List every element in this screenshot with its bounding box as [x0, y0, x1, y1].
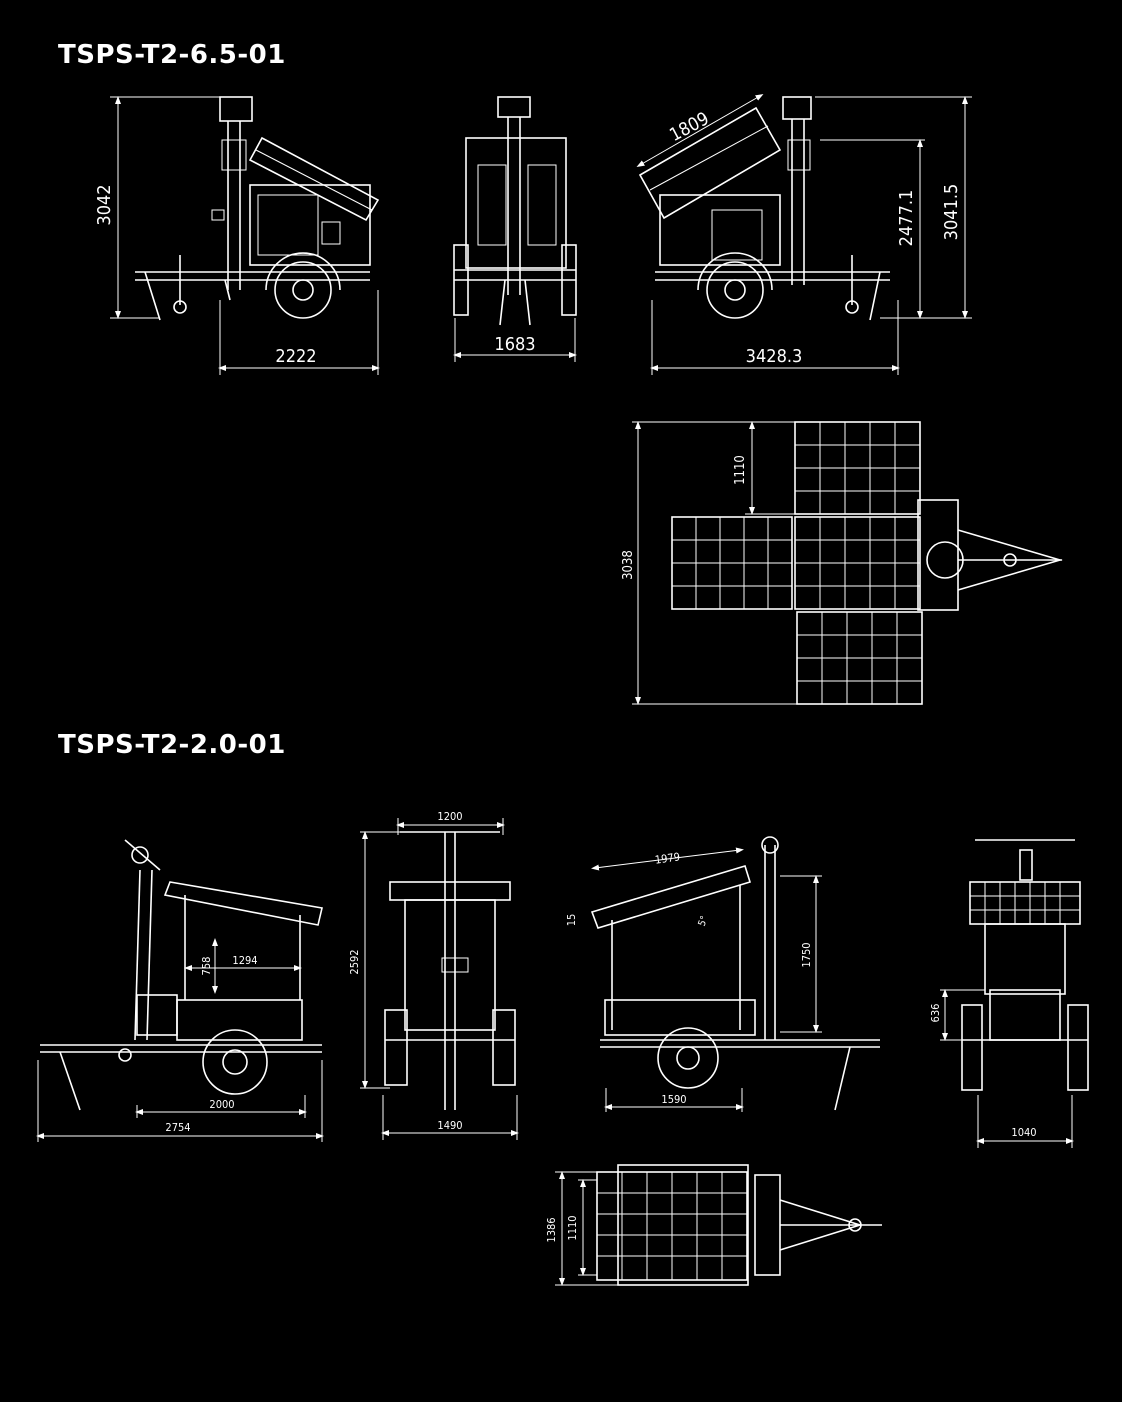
model1-side-view: 3042 2222 [94, 96, 380, 375]
model2-rear-view: 1979 15 5° 1750 1590 [565, 836, 880, 1112]
dim-m2-front-height: 2592 [348, 949, 361, 974]
dim-panel-height: 2477.1 [896, 190, 917, 247]
dim-total-height: 3041.5 [941, 184, 962, 241]
dim-m2-panel-height: 758 [200, 957, 213, 976]
model2-back-view: 636 1040 [929, 839, 1089, 1148]
dim-m2-front-width: 1490 [437, 1119, 462, 1132]
dim-m2-total-length: 2754 [165, 1121, 190, 1134]
model1-front-view: 1683 [453, 96, 577, 362]
dim-m2-front-top: 1200 [437, 810, 462, 823]
model2-top-view: 1386 1110 [545, 1164, 882, 1286]
model-title-2: TSPS-T2-2.0-01 [58, 730, 286, 760]
dim-m2-rear-angle: 5° [697, 914, 711, 927]
dim-top-panel-width: 1110 [733, 455, 748, 485]
dim-side-height: 3042 [94, 184, 115, 225]
dim-panel-length: 1809 [666, 108, 712, 146]
model2-front-view: 1200 2592 1490 [348, 810, 519, 1140]
model1-rear-view: 1809 2477.1 3041.5 3428.3 [636, 94, 972, 375]
dim-total-length: 3428.3 [746, 346, 803, 367]
dim-m2-back-height: 636 [929, 1004, 942, 1023]
dim-m2-rear-panel: 1979 [654, 850, 681, 866]
model2-side-view: 758 1294 2000 2754 [36, 839, 324, 1142]
dim-m2-rear-height: 1750 [800, 942, 813, 967]
dim-top-total-width: 3038 [621, 550, 636, 580]
dim-m2-rear-tilt: 15 [565, 914, 578, 927]
dim-m2-axle-span: 2000 [209, 1098, 234, 1111]
model1-top-view: 1110 3038 [621, 421, 1063, 705]
dim-m2-top-outer: 1386 [545, 1217, 558, 1242]
dim-m2-back-width: 1040 [1011, 1126, 1036, 1139]
dim-m2-top-inner: 1110 [566, 1215, 579, 1240]
model-title-1: TSPS-T2-6.5-01 [58, 40, 286, 70]
dim-side-wheelbase: 2222 [275, 346, 316, 367]
dim-front-width: 1683 [494, 334, 535, 355]
dim-m2-panel-length: 1294 [232, 954, 257, 967]
dim-m2-rear-span: 1590 [661, 1093, 686, 1106]
